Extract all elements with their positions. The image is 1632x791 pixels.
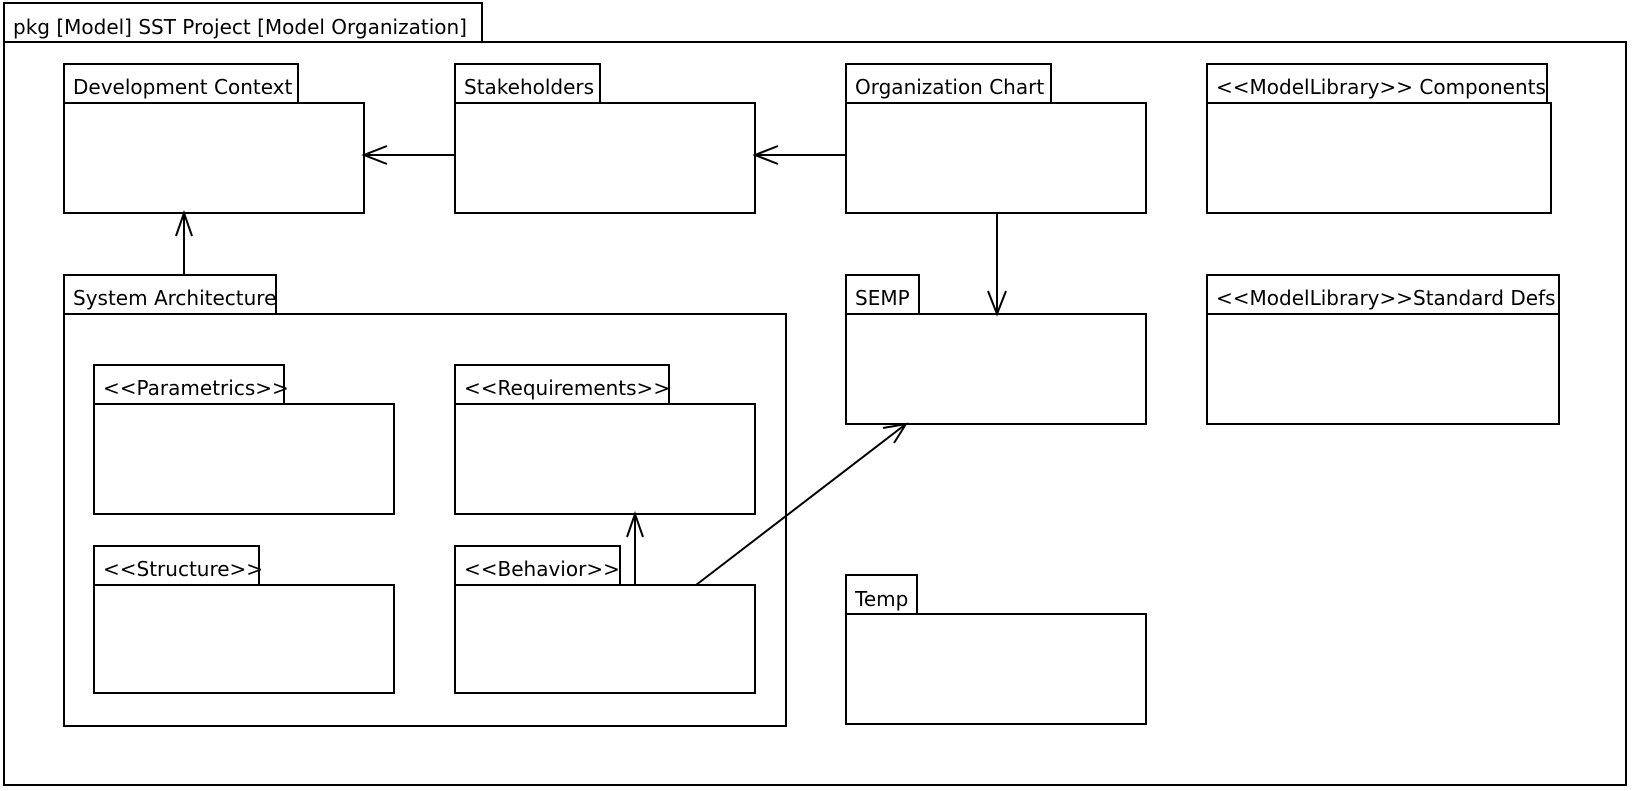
package-behavior[interactable]: <<Behavior>>: [454, 545, 756, 694]
package-organization-chart[interactable]: Organization Chart: [845, 63, 1147, 214]
package-temp[interactable]: Temp: [845, 574, 1147, 725]
package-label: <<Behavior>>: [464, 557, 620, 581]
dependency-organization-chart-to-stakeholders[interactable]: [752, 145, 846, 165]
package-development-context[interactable]: Development Context: [63, 63, 365, 214]
package-structure[interactable]: <<Structure>>: [93, 545, 395, 694]
dependency-organization-chart-to-semp[interactable]: [987, 213, 1007, 317]
dependency-system-architecture-to-development-context[interactable]: [175, 209, 193, 275]
package-standard-defs[interactable]: <<ModelLibrary>>Standard Defs: [1206, 274, 1560, 425]
dependency-behavior-to-semp[interactable]: [695, 422, 909, 586]
dependency-behavior-to-requirements[interactable]: [626, 510, 644, 585]
package-label: Temp: [854, 587, 908, 611]
frame-title: pkg [Model] SST Project [Model Organizat…: [13, 15, 467, 39]
package-label: <<ModelLibrary>> Components: [1216, 75, 1546, 99]
package-label: <<Requirements>>: [464, 376, 670, 400]
package-system-architecture[interactable]: System Architecture: [63, 274, 787, 727]
package-parametrics[interactable]: <<Parametrics>>: [93, 364, 395, 515]
package-label: <<Structure>>: [103, 557, 263, 581]
package-components[interactable]: <<ModelLibrary>> Components: [1206, 63, 1552, 214]
package-label: Stakeholders: [464, 75, 594, 99]
dependency-stakeholders-to-development-context[interactable]: [361, 145, 455, 165]
package-label: SEMP: [855, 286, 910, 310]
package-requirements[interactable]: <<Requirements>>: [454, 364, 756, 515]
diagram-frame: pkg [Model] SST Project [Model Organizat…: [3, 2, 1627, 786]
package-label: <<Parametrics>>: [103, 376, 289, 400]
package-stakeholders[interactable]: Stakeholders: [454, 63, 756, 214]
package-label: Development Context: [73, 75, 293, 99]
package-label: <<ModelLibrary>>Standard Defs: [1216, 286, 1556, 310]
package-label: Organization Chart: [855, 75, 1044, 99]
package-label: System Architecture: [73, 286, 276, 310]
